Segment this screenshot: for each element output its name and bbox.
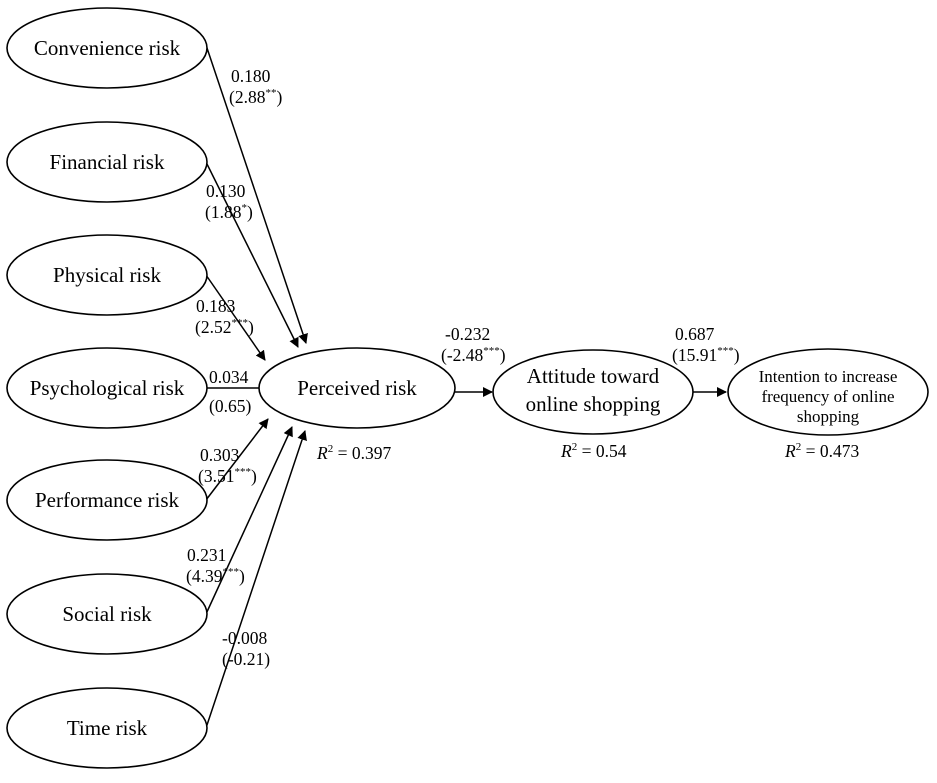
coefficient: 0.183 [196, 296, 236, 316]
node-label: Psychological risk [30, 376, 185, 400]
coef-label-social: 0.231 (4.39***) [186, 545, 245, 586]
r-squared-label: R2 = 0.397 [316, 443, 391, 463]
node-label-line1: Intention to increase [759, 367, 898, 386]
node-label-line2: online shopping [526, 392, 661, 416]
node-ellipse [492, 349, 694, 435]
coef-label-financial: 0.130 (1.88*) [205, 181, 253, 222]
path-physical-to-perceived [205, 274, 266, 361]
t-value: (2.88**) [229, 87, 282, 107]
t-value: (2.52***) [195, 317, 254, 337]
node-psychological-risk: Psychological risk [6, 347, 208, 429]
t-value: (3.51***) [198, 466, 257, 486]
coefficient: -0.008 [222, 628, 267, 648]
node-intention: Intention to increase frequency of onlin… [727, 348, 929, 461]
node-ellipse [6, 573, 208, 655]
node-ellipse [6, 459, 208, 541]
coef-label-perceived-attitude: -0.232 (-2.48***) [441, 324, 506, 365]
path-time-to-perceived [205, 430, 307, 729]
coefficient: 0.034 [209, 367, 249, 387]
node-label: Financial risk [50, 150, 165, 174]
node-time-risk: Time risk [6, 687, 208, 769]
node-label-line2: frequency of online [761, 387, 894, 406]
t-value: (-2.48***) [441, 345, 506, 365]
coef-label-performance: 0.303 (3.51***) [198, 445, 257, 486]
coefficient: 0.231 [187, 545, 226, 565]
node-label: Time risk [67, 716, 148, 740]
node-label: Convenience risk [34, 36, 181, 60]
node-financial-risk: Financial risk [6, 121, 208, 203]
coef-label-convenience: 0.180 (2.88**) [229, 66, 282, 107]
coef-label-physical: 0.183 (2.52***) [195, 296, 254, 337]
node-ellipse [6, 347, 208, 429]
coef-label-psychological: 0.034 (0.65) [209, 367, 251, 416]
t-value: (4.39***) [186, 566, 245, 586]
path-social-to-perceived [205, 426, 293, 615]
node-convenience-risk: Convenience risk [6, 7, 208, 89]
node-ellipse [258, 347, 456, 429]
node-ellipse [6, 234, 208, 316]
node-label-line3: shopping [797, 407, 860, 426]
coefficient: 0.180 [231, 66, 271, 86]
node-label: Social risk [62, 602, 152, 626]
node-attitude: Attitude toward online shopping R2 = 0.5… [492, 349, 694, 461]
t-value: (15.91***) [672, 345, 740, 365]
path-financial-to-perceived [205, 161, 299, 348]
r-squared-label: R2 = 0.473 [784, 441, 859, 461]
node-ellipse [727, 348, 929, 436]
node-label: Physical risk [53, 263, 161, 287]
node-ellipse [6, 7, 208, 89]
r-squared-label: R2 = 0.54 [560, 441, 627, 461]
node-social-risk: Social risk [6, 573, 208, 655]
node-ellipse [6, 687, 208, 769]
node-ellipse [6, 121, 208, 203]
coef-label-attitude-intention: 0.687 (15.91***) [672, 324, 740, 365]
path-convenience-to-perceived [206, 47, 308, 344]
node-physical-risk: Physical risk [6, 234, 208, 316]
path-performance-to-perceived [205, 418, 269, 501]
coef-label-time: -0.008 (-0.21) [222, 628, 270, 669]
t-value: (1.88*) [205, 202, 253, 222]
coefficient: 0.130 [206, 181, 246, 201]
node-label: Performance risk [35, 488, 180, 512]
node-label-line1: Attitude toward [527, 364, 660, 388]
node-label: Perceived risk [297, 376, 417, 400]
node-perceived-risk: Perceived risk R2 = 0.397 [258, 347, 456, 463]
node-performance-risk: Performance risk [6, 459, 208, 541]
coefficient: 0.303 [200, 445, 240, 465]
coefficient: -0.232 [445, 324, 490, 344]
t-value: (-0.21) [222, 649, 270, 669]
t-value: (0.65) [209, 396, 251, 416]
coefficient: 0.687 [675, 324, 715, 344]
